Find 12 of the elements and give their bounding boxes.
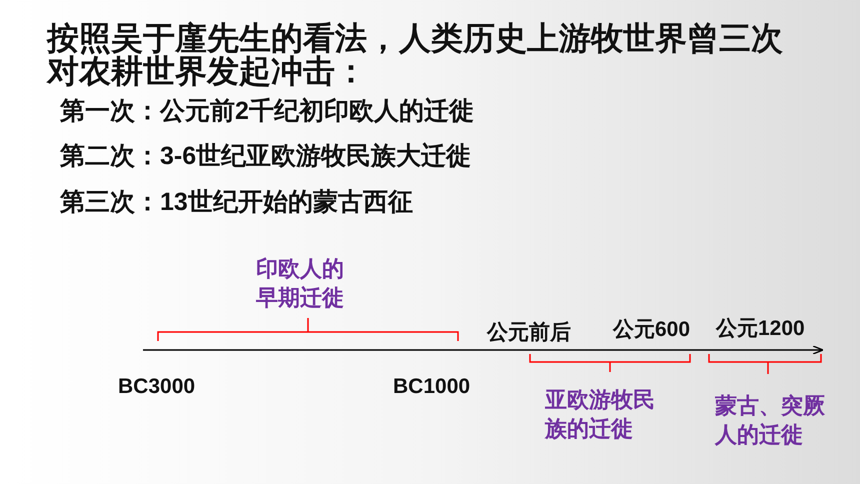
period-label: 蒙古、突厥人的迁徙	[715, 392, 826, 449]
list-item: 第二次：3-6世纪亚欧游牧民族大迁徙	[60, 141, 472, 171]
list-item: 第一次：公元前2千纪初印欧人的迁徙	[60, 96, 474, 126]
date-label: 公元1200	[716, 316, 805, 342]
date-label: 公元600	[613, 317, 690, 342]
date-label: BC3000	[118, 374, 196, 400]
list-item: 第三次：13世纪开始的蒙古西征	[60, 187, 413, 217]
period-label: 印欧人的早期迁徙	[256, 255, 345, 312]
heading-text: 按照吴于廑先生的看法，人类历史上游牧世界曾三次对农耕世界发起冲击：	[47, 22, 784, 88]
date-label: 公元前后	[487, 320, 571, 346]
period-label: 亚欧游牧民族的迁徙	[545, 386, 656, 443]
date-label: BC1000	[393, 374, 470, 400]
